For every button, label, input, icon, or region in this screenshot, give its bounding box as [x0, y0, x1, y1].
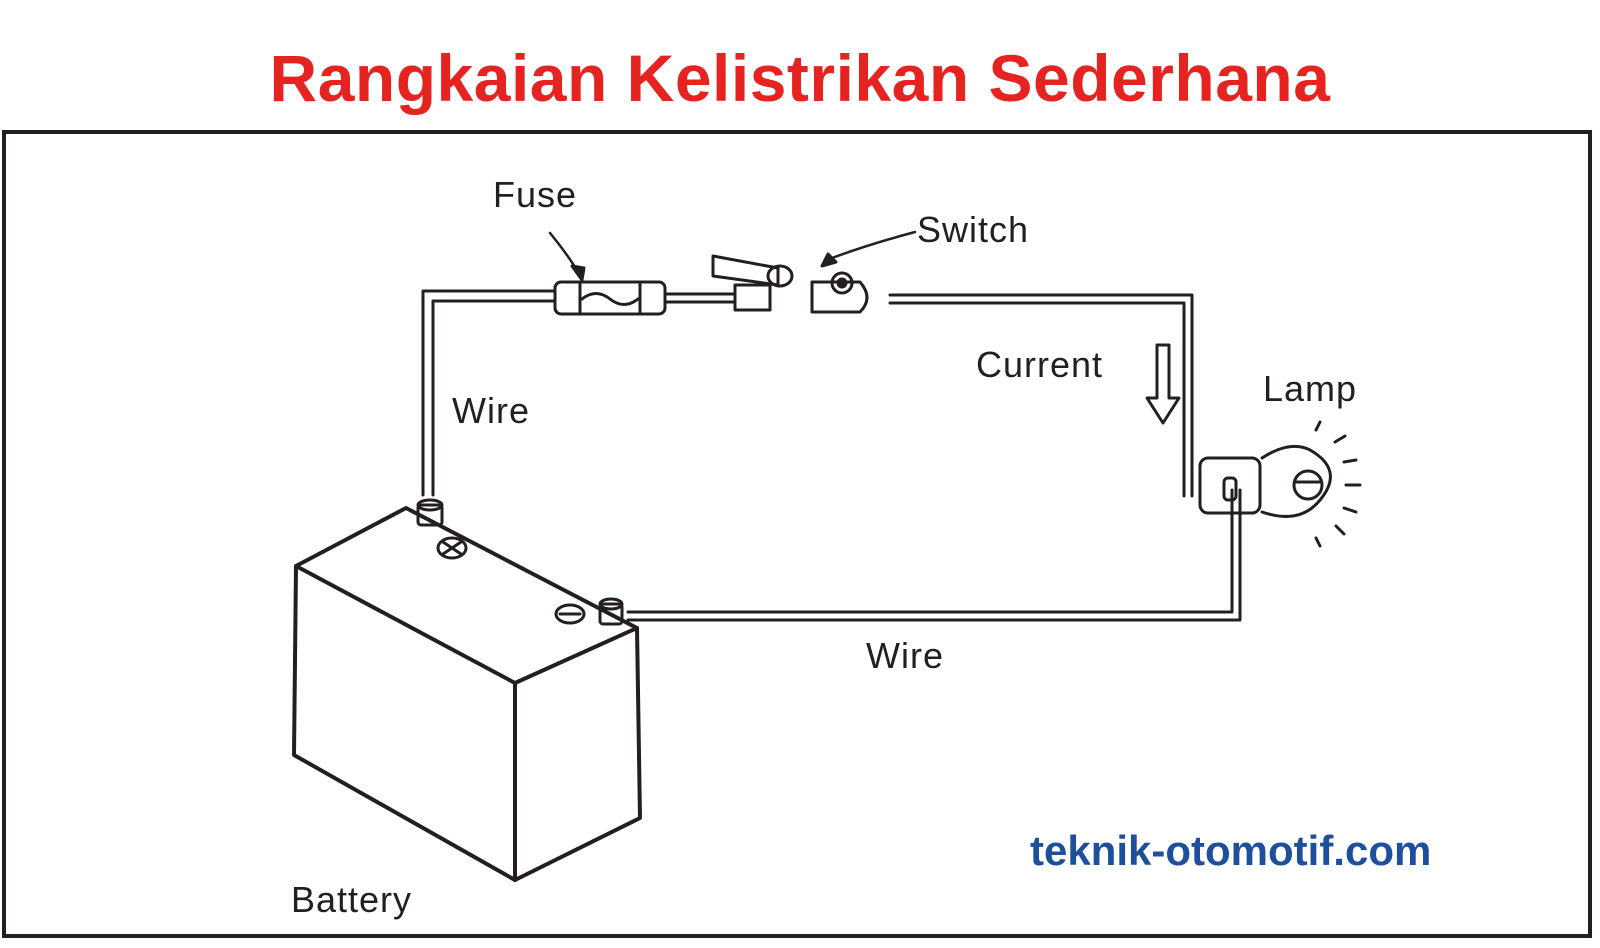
- wire-fuse-switch: [663, 292, 737, 304]
- battery-icon: [292, 498, 642, 882]
- lamp-label: Lamp: [1263, 368, 1357, 409]
- wire-left: [421, 289, 557, 497]
- battery-label: Battery: [291, 879, 412, 920]
- current-arrow-icon: [1145, 343, 1181, 425]
- wire-bottom: [626, 488, 1242, 622]
- diagram-frame: [2, 130, 1592, 938]
- wire-bottom-label: Wire: [866, 635, 944, 676]
- lamp-icon: [1198, 420, 1362, 548]
- fuse-label: Fuse: [493, 174, 577, 215]
- website-watermark: teknik-otomotif.com: [1030, 827, 1432, 874]
- wire-top-right: [888, 293, 1194, 498]
- switch-icon: [711, 230, 917, 314]
- switch-label: Switch: [917, 209, 1029, 250]
- wire-left-label: Wire: [452, 390, 530, 431]
- current-label: Current: [976, 344, 1103, 385]
- diagram-title: Rangkaian Kelistrikan Sederhana: [269, 41, 1331, 115]
- fuse-icon: [548, 231, 667, 316]
